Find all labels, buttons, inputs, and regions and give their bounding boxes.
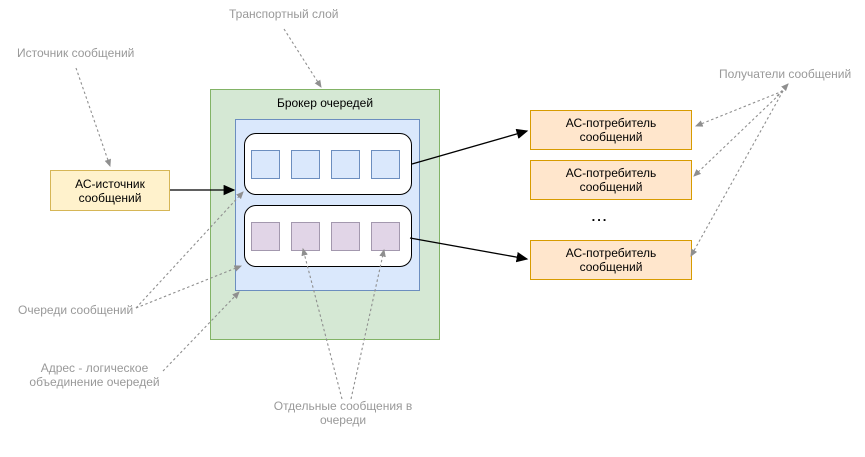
message-square	[331, 221, 360, 251]
callout-receivers-label-tip	[776, 83, 789, 97]
message-square	[331, 149, 360, 179]
callout-receivers-to-consumer2	[693, 90, 784, 177]
callout-receivers-to-consumer3	[690, 90, 784, 257]
annotation-transport-layer: Транспортный слой	[229, 7, 339, 21]
message-square	[251, 149, 280, 179]
message-square	[291, 221, 320, 251]
annotation-address: Адрес - логическое объединение очередей	[29, 361, 160, 389]
message-queue-1	[244, 133, 412, 195]
message-queue-2	[244, 205, 412, 267]
callout-transport-label	[283, 28, 322, 88]
annotation-individual-messages: Отдельные сообщения в очереди	[273, 399, 413, 427]
consumer-box-2: АС-потребитель сообщений	[530, 160, 692, 200]
message-square	[371, 221, 400, 251]
message-square	[291, 149, 320, 179]
annotation-message-source: Источник сообщений	[17, 46, 135, 60]
consumer-box-1: АС-потребитель сообщений	[530, 110, 692, 150]
callout-source-label	[75, 67, 111, 168]
annotation-message-receivers: Получатели сообщений	[719, 67, 852, 81]
message-square	[251, 221, 280, 251]
message-square	[371, 149, 400, 179]
source-system-box: АС-источник сообщений	[50, 170, 170, 211]
callout-receivers-to-consumer1	[694, 90, 784, 127]
queue-broker-title: Брокер очередей	[276, 96, 374, 110]
more-consumers-ellipsis: ...	[591, 209, 609, 224]
consumer-box-3: АС-потребитель сообщений	[530, 240, 692, 280]
annotation-message-queues: Очереди сообщений	[18, 303, 134, 317]
